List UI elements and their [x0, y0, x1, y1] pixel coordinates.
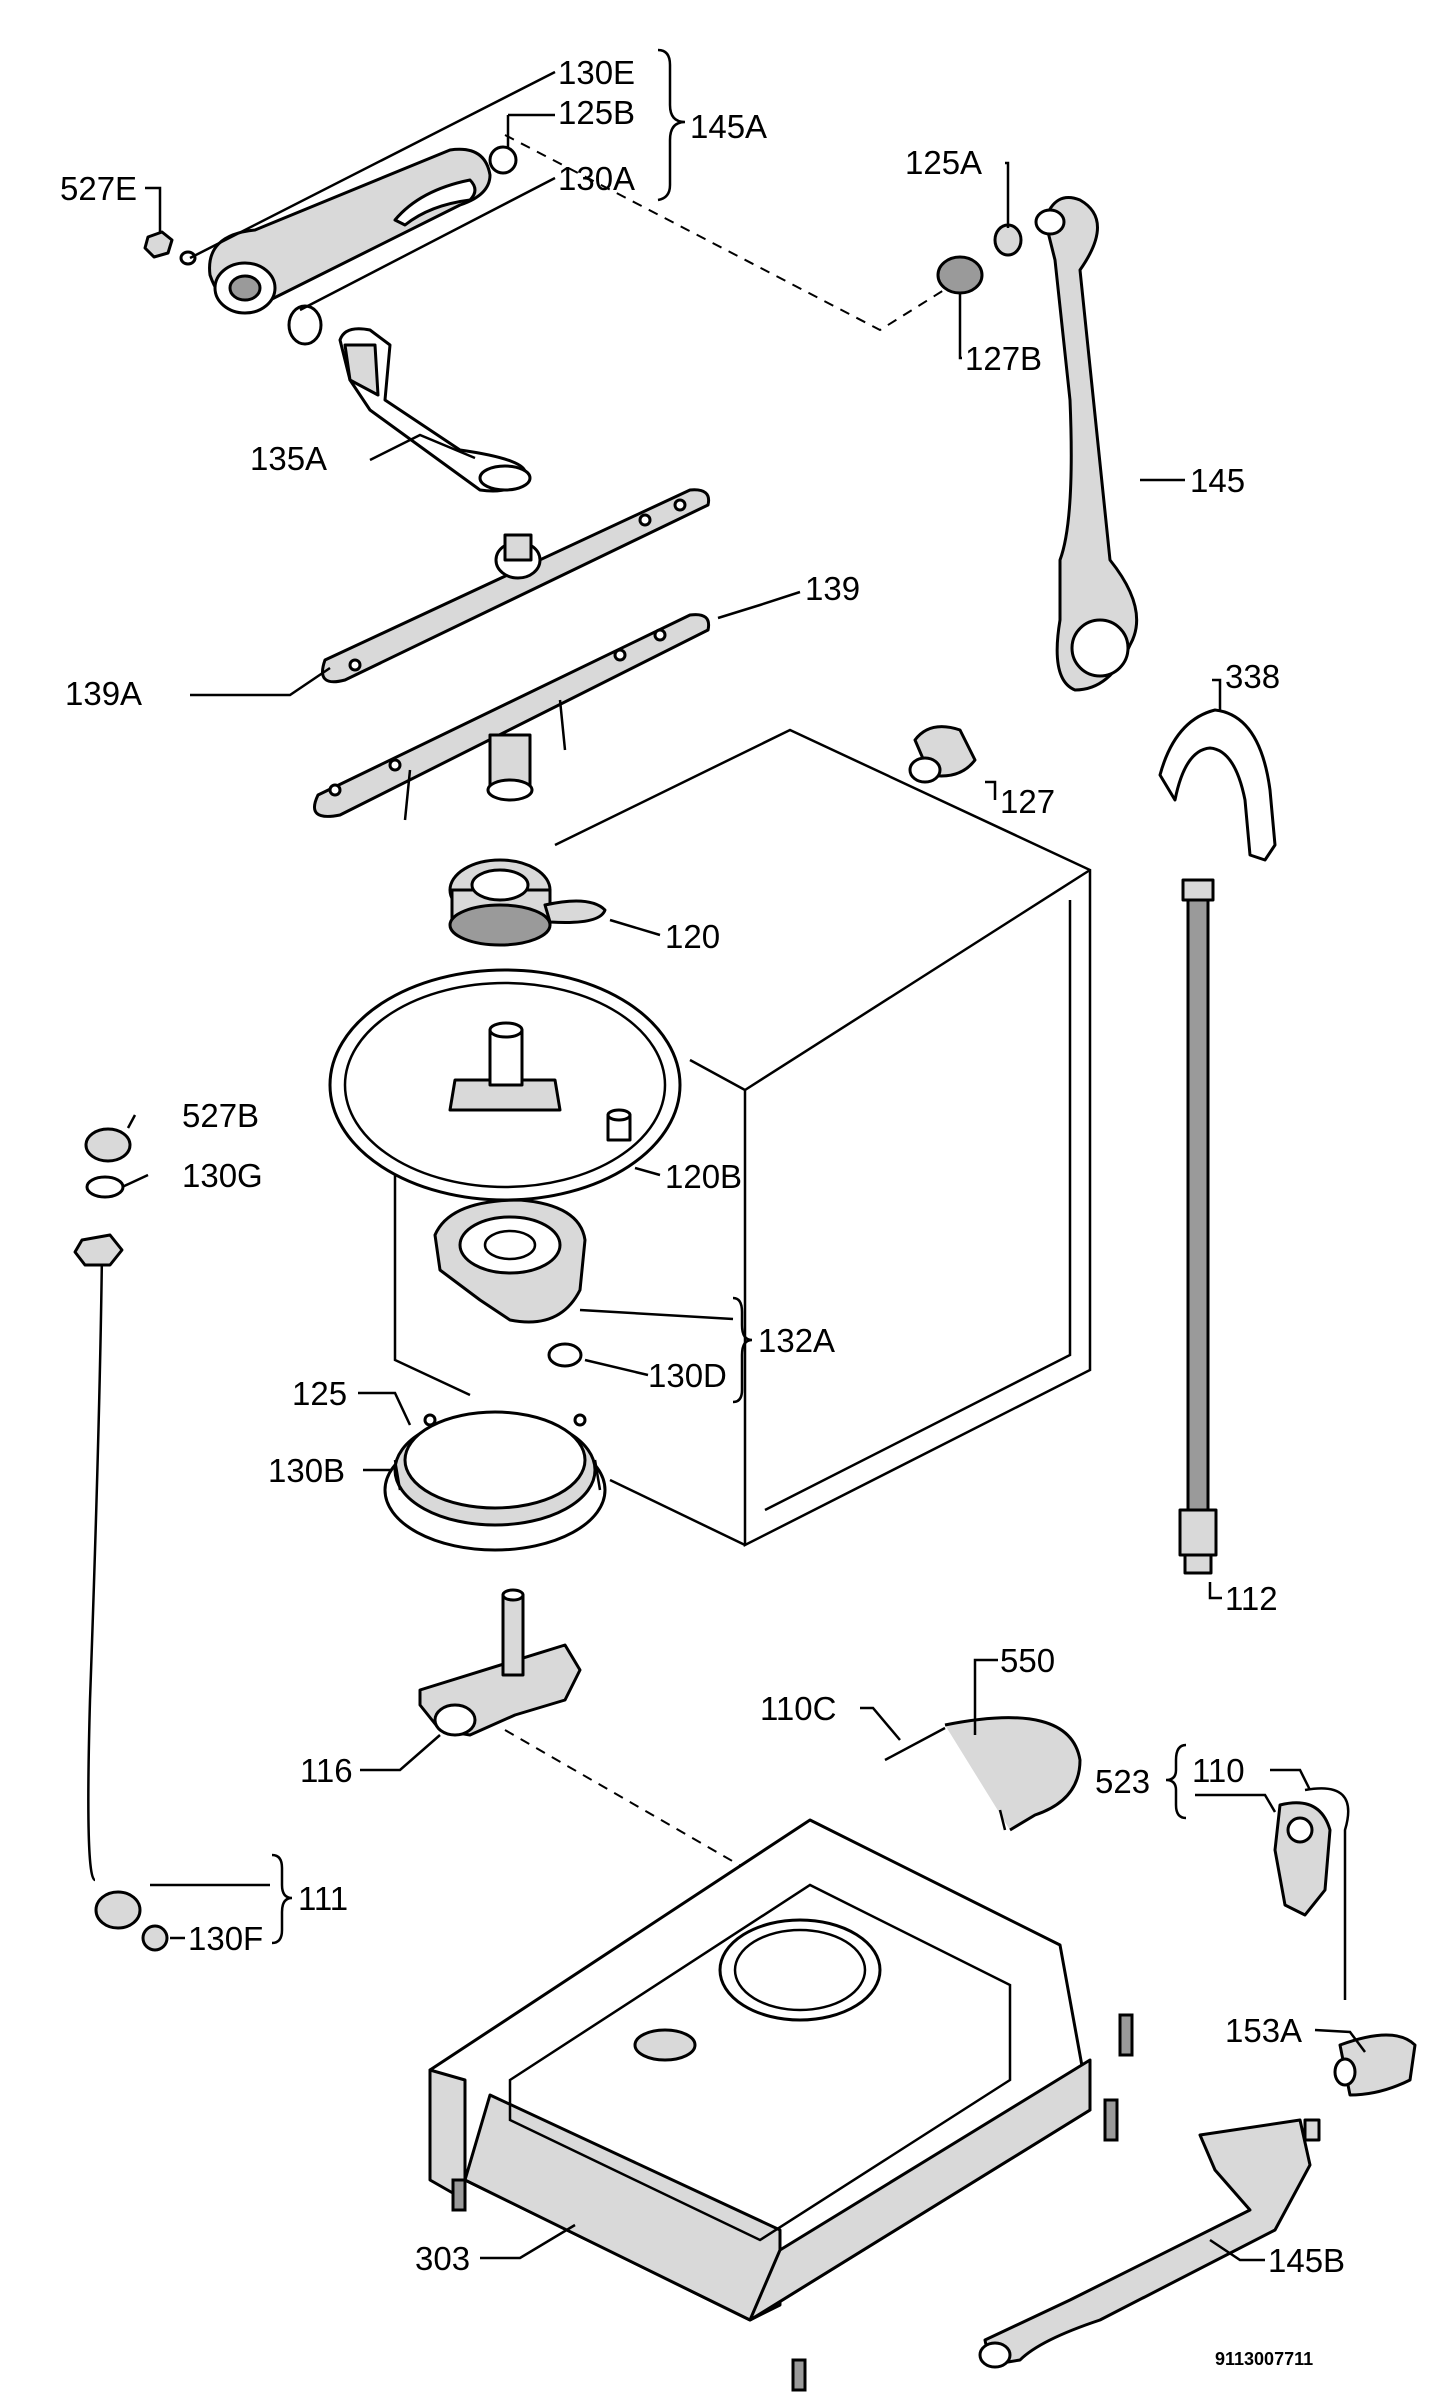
- label-527e: 527E: [60, 170, 137, 207]
- sump-ring-125: [383, 1410, 607, 1552]
- sensor-523: [1273, 1787, 1350, 2000]
- label-303: 303: [415, 2240, 470, 2277]
- label-130g: 130G: [182, 1157, 263, 1194]
- fitting-127: [908, 725, 977, 784]
- label-130f: 130F: [188, 1920, 263, 1957]
- part-labels: 130E 125B 145A 130A 527E 125A 127B 135A …: [60, 54, 1345, 2369]
- leaders-top-left: [121, 48, 1366, 2262]
- label-550: 550: [1000, 1642, 1055, 1679]
- lower-spray-arms: [313, 488, 711, 821]
- label-130b: 130B: [268, 1452, 345, 1489]
- label-120: 120: [665, 918, 720, 955]
- riser-pipe-145: [936, 196, 1139, 692]
- nut-527e: [143, 230, 174, 259]
- label-116: 116: [300, 1752, 353, 1789]
- label-120b: 120B: [665, 1158, 742, 1195]
- base-frame-303: [428, 1818, 1134, 2392]
- elbow-153a: [1333, 2033, 1417, 2097]
- label-145a: 145A: [690, 108, 767, 145]
- label-153a: 153A: [1225, 2012, 1302, 2049]
- label-135a: 135A: [250, 440, 327, 477]
- label-125b: 125B: [558, 94, 635, 131]
- label-111: 111: [298, 1880, 348, 1917]
- label-523: 523: [1095, 1763, 1150, 1800]
- label-112: 112: [1225, 1580, 1278, 1617]
- label-132a: 132A: [758, 1322, 835, 1359]
- clip-338: [1158, 708, 1277, 862]
- hose-112: [1178, 878, 1218, 1575]
- filter-nut-120: [448, 858, 607, 947]
- label-127: 127: [1000, 783, 1055, 820]
- label-145: 145: [1190, 462, 1245, 499]
- drain-hose-111: [73, 1127, 169, 1952]
- label-125: 125: [292, 1375, 347, 1412]
- label-130d: 130D: [648, 1357, 727, 1394]
- drawing-code: 9113007711: [1215, 2349, 1313, 2369]
- label-125a: 125A: [905, 144, 982, 181]
- label-145b: 145B: [1268, 2242, 1345, 2279]
- pump-housing-132a: [433, 1198, 587, 1368]
- label-130e: 130E: [558, 54, 635, 91]
- label-139a: 139A: [65, 675, 142, 712]
- upper-spray-arm-assembly: [143, 145, 518, 346]
- tub-outline: [393, 728, 1092, 1548]
- label-110c: 110C: [760, 1690, 836, 1727]
- filter-plate-120b: [328, 968, 682, 1202]
- pipe-135a: [338, 327, 532, 493]
- feed-pipe-145b: [978, 2118, 1321, 2369]
- connector-116: [418, 1588, 582, 1737]
- label-338: 338: [1225, 658, 1280, 695]
- label-127b: 127B: [965, 340, 1042, 377]
- label-130a: 130A: [558, 160, 635, 197]
- hose-550: [884, 1716, 1082, 1832]
- label-139: 139: [805, 570, 860, 607]
- label-527b: 527B: [182, 1097, 259, 1134]
- label-110: 110: [1192, 1752, 1245, 1789]
